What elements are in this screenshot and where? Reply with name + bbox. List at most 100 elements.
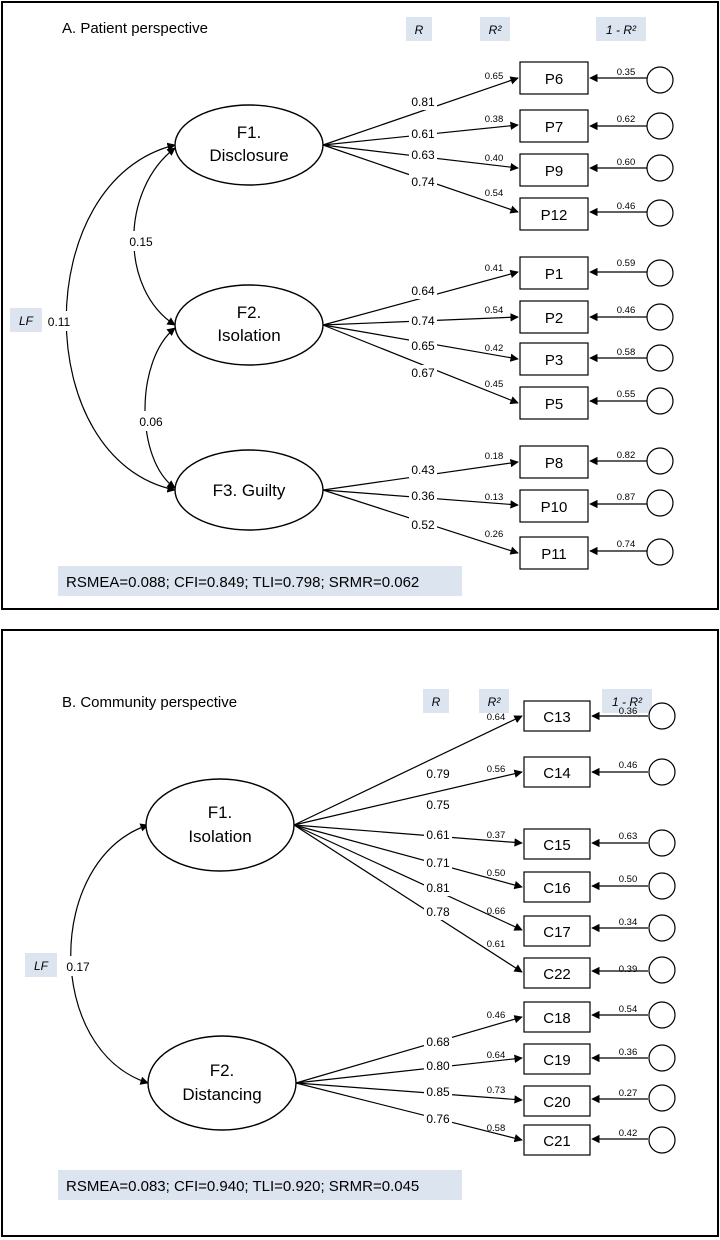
indicator-box — [523, 1001, 591, 1033]
indicator-group: 0.85 0.73 C20 0.27 — [295, 1082, 676, 1117]
corr-label-bg — [126, 231, 156, 251]
loading-r: 0.71 — [426, 856, 450, 870]
indicator-group: 0.65 0.42 P3 0.58 — [322, 324, 674, 376]
r-squared: 0.37 — [487, 830, 506, 841]
header-resid-bg — [596, 17, 646, 41]
indicator-box — [523, 957, 591, 989]
loading-r: 0.76 — [426, 1112, 450, 1126]
indicator-box — [523, 915, 591, 947]
indicator-box — [523, 1124, 591, 1156]
corr-label-bg — [136, 411, 166, 431]
header-r2: R² — [489, 23, 503, 37]
indicator-label: P7 — [545, 119, 563, 136]
lf-label-bg — [10, 308, 42, 332]
error-term — [646, 112, 674, 140]
loading-arrow — [293, 824, 523, 931]
indicator-label: P6 — [545, 71, 563, 88]
r-squared: 0.54 — [485, 305, 504, 316]
residual-variance: 0.63 — [619, 831, 638, 842]
indicator-group: 0.81 0.65 P6 0.35 — [322, 61, 674, 146]
indicator-group: 0.67 0.45 P5 0.55 — [322, 324, 674, 420]
r-squared: 0.46 — [487, 1010, 506, 1021]
indicator-label: C17 — [543, 924, 571, 941]
loading-r: 0.61 — [411, 127, 435, 141]
loading-r: 0.74 — [411, 175, 435, 189]
panel-frame — [1, 1, 719, 610]
indicator-label: C16 — [543, 880, 571, 897]
panel-community: B. Community perspective R R² 1 - R² LF … — [1, 629, 719, 1237]
correlation-value-f2-f3: 0.06 — [139, 415, 163, 429]
label-bg — [409, 313, 437, 329]
error-term — [648, 1126, 676, 1154]
indicator-box — [519, 153, 589, 187]
panel-title: A. Patient perspective — [62, 20, 208, 37]
factor-label-line: F1. — [237, 123, 262, 142]
residual-variance: 0.46 — [617, 201, 636, 212]
indicator-group: 0.71 0.50 C16 0.50 — [293, 824, 676, 903]
r-squared: 0.66 — [487, 906, 506, 917]
loading-arrow — [293, 824, 523, 890]
label-bg — [424, 797, 452, 813]
header-r: R — [415, 23, 424, 37]
header-r2-bg — [479, 689, 509, 713]
correlation-value-f1-f2: 0.17 — [66, 960, 90, 974]
loading-r: 0.79 — [426, 767, 450, 781]
corr-label-bg — [44, 311, 74, 331]
factor-label-line: F3. Guilty — [213, 481, 286, 500]
error-term — [648, 829, 676, 857]
label-bg — [409, 283, 437, 299]
residual-variance: 0.36 — [619, 1047, 638, 1058]
indicator-box — [523, 828, 591, 860]
factor-label-line: Disclosure — [209, 146, 288, 165]
r-squared: 0.13 — [485, 492, 504, 503]
lf-label-bg — [25, 953, 57, 977]
loading-arrow — [293, 769, 523, 826]
label-bg — [409, 147, 437, 163]
residual-variance: 0.58 — [617, 347, 636, 358]
residual-variance: 0.46 — [619, 760, 638, 771]
residual-variance: 0.36 — [619, 706, 638, 717]
indicator-label: C14 — [543, 765, 571, 782]
residual-variance: 0.60 — [617, 157, 636, 168]
indicator-group: 0.80 0.64 C19 0.36 — [295, 1043, 676, 1084]
indicator-group: 0.74 0.54 P2 0.46 — [322, 300, 674, 334]
r-squared: 0.41 — [485, 263, 504, 274]
header-r-bg — [406, 17, 432, 41]
factor-ellipse-f1 — [145, 778, 295, 872]
r-squared: 0.58 — [487, 1123, 506, 1134]
indicator-group: 0.61 0.37 C15 0.63 — [293, 824, 676, 860]
loading-r: 0.68 — [426, 1035, 450, 1049]
label-bg — [424, 1058, 452, 1074]
loading-arrow — [295, 1015, 523, 1084]
residual-variance: 0.27 — [619, 1088, 638, 1099]
loading-arrow — [293, 824, 523, 973]
error-term — [648, 914, 676, 942]
r-squared: 0.73 — [487, 1085, 506, 1096]
r-squared: 0.18 — [485, 451, 504, 462]
error-term — [648, 1044, 676, 1072]
indicator-box — [519, 445, 589, 479]
indicator-group: 0.81 0.66 C17 0.34 — [293, 824, 676, 947]
error-term — [646, 538, 674, 566]
residual-variance: 0.74 — [617, 539, 636, 550]
header-r2: R² — [488, 695, 502, 709]
error-term — [646, 387, 674, 415]
indicator-label: C15 — [543, 837, 571, 854]
factor-label-line: Isolation — [217, 326, 280, 345]
residual-variance: 0.50 — [619, 874, 638, 885]
fit-indices: RSMEA=0.088; CFI=0.849; TLI=0.798; SRMR=… — [66, 574, 419, 591]
loading-r: 0.74 — [411, 314, 435, 328]
indicator-box — [519, 489, 589, 523]
error-term — [646, 154, 674, 182]
indicator-group: 0.78 0.61 C22 0.39 — [293, 824, 676, 989]
corr-label-bg — [62, 956, 94, 976]
residual-variance: 0.35 — [617, 67, 636, 78]
loading-r: 0.85 — [426, 1085, 450, 1099]
indicator-box — [519, 256, 589, 290]
error-term — [646, 344, 674, 372]
indicator-group: 0.52 0.26 P11 0.74 — [322, 489, 674, 570]
correlation-value-f1-f2: 0.15 — [129, 235, 153, 249]
indicator-box — [519, 197, 589, 231]
indicator-label: C18 — [543, 1010, 571, 1027]
residual-variance: 0.39 — [619, 964, 638, 975]
